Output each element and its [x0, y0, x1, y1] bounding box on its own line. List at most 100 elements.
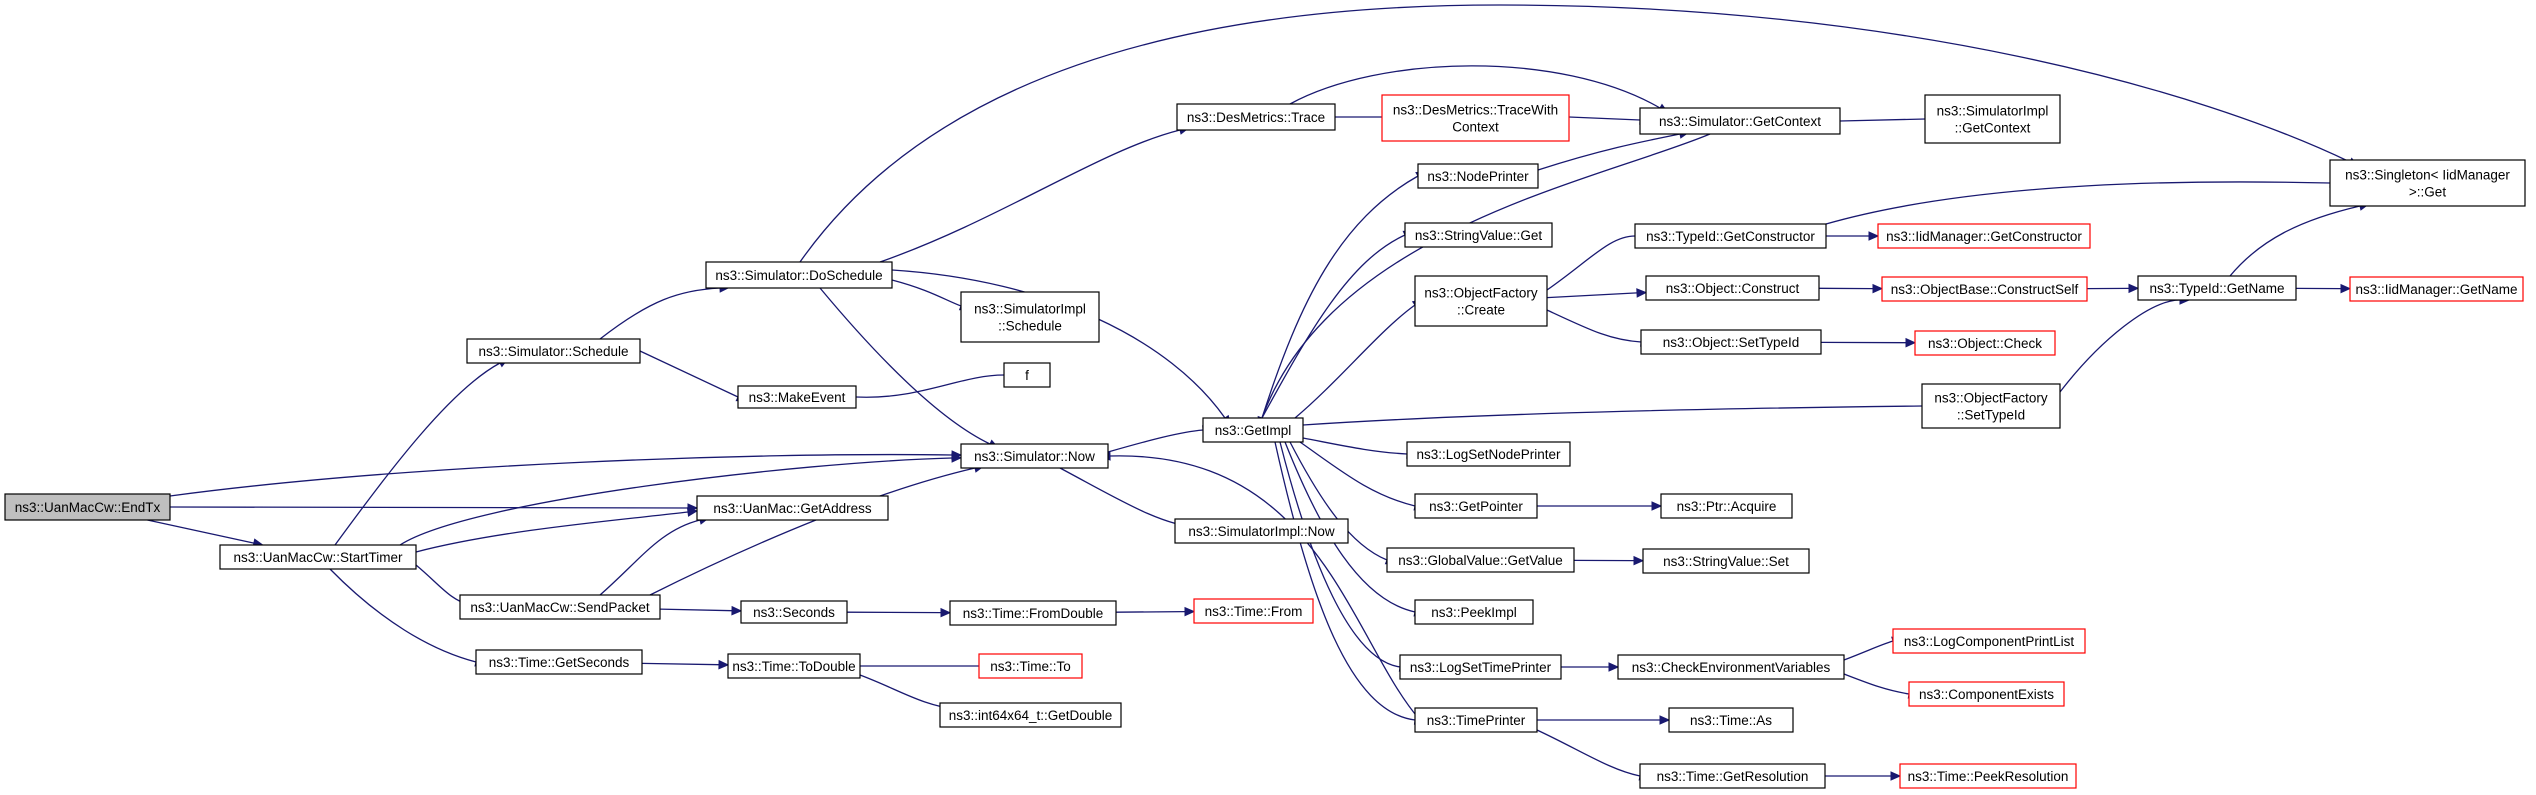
edge-getimpl-to-timeprinter: [1274, 441, 1426, 725]
node-box: [2349, 276, 2524, 302]
node-getaddress[interactable]: ns3::UanMac::GetAddress: [696, 495, 889, 521]
node-getcontext[interactable]: ns3::Simulator::GetContext: [1639, 107, 1841, 135]
arrowhead-icon: [1659, 715, 1671, 725]
node-label: ns3::Time::To: [990, 659, 1071, 674]
node-peekres[interactable]: ns3::Time::PeekResolution: [1899, 763, 2077, 789]
node-timeto[interactable]: ns3::Time::To: [978, 653, 1083, 679]
node-compexists[interactable]: ns3::ComponentExists: [1908, 681, 2065, 707]
node-logsettime[interactable]: ns3::LogSetTimePrinter: [1399, 654, 1562, 680]
node-timeas[interactable]: ns3::Time::As: [1668, 707, 1794, 733]
node-getimpl[interactable]: ns3::GetImpl: [1202, 417, 1304, 443]
node-box: [737, 385, 857, 409]
nodes-layer: ns3::UanMacCw::EndTxns3::UanMacCw::Start…: [4, 94, 2526, 789]
node-label: ns3::UanMacCw::StartTimer: [233, 550, 403, 565]
node-box: [1908, 681, 2065, 707]
node-peekimpl[interactable]: ns3::PeekImpl: [1414, 599, 1534, 625]
node-box: [1399, 654, 1562, 680]
node-label: ns3::LogSetTimePrinter: [1410, 660, 1552, 675]
node-makeevent[interactable]: ns3::MakeEvent: [737, 385, 857, 409]
node-nodeprinter[interactable]: ns3::NodePrinter: [1417, 163, 1539, 189]
edge-typeidgetname-to-singleton: [2229, 201, 2371, 277]
node-iidgetctor[interactable]: ns3::IidManager::GetConstructor: [1877, 223, 2091, 249]
node-box: [4, 493, 171, 521]
node-getdouble[interactable]: ns3::int64x64_t::GetDouble: [939, 702, 1122, 728]
node-ptracquire[interactable]: ns3::Ptr::Acquire: [1660, 493, 1793, 519]
node-box: [1417, 163, 1539, 189]
node-implsched[interactable]: ns3::SimulatorImpl::Schedule: [960, 291, 1100, 343]
node-label: ns3::Simulator::DoSchedule: [715, 268, 882, 283]
node-sched[interactable]: ns3::Simulator::Schedule: [466, 338, 641, 364]
node-objcheck[interactable]: ns3::Object::Check: [1914, 330, 2056, 356]
arrowhead-icon: [1868, 231, 1880, 241]
node-label: ns3::TypeId::GetName: [2149, 281, 2284, 296]
edge-sendpacket-to-seconds: [659, 605, 743, 616]
node-stringset[interactable]: ns3::StringValue::Set: [1642, 548, 1810, 574]
node-box: [1617, 654, 1845, 680]
node-stringget[interactable]: ns3::StringValue::Get: [1404, 222, 1553, 248]
node-box: [2329, 159, 2526, 207]
node-label: ns3::ObjectBase::ConstructSelf: [1891, 282, 2079, 297]
edge-fromdouble-to-timefrom: [1115, 606, 1196, 617]
node-objconstruct[interactable]: ns3::Object::Construct: [1645, 275, 1820, 301]
node-label: ns3::GetImpl: [1215, 423, 1292, 438]
node-f[interactable]: f: [1003, 362, 1051, 388]
edge-sendpacket-to-now: [649, 463, 986, 596]
node-box: [1386, 547, 1575, 573]
node-label: ns3::Time::PeekResolution: [1908, 769, 2069, 784]
node-box: [1414, 275, 1548, 327]
edge-makeevent-to-f: [855, 370, 1015, 398]
edge-timeprinter-to-timeas: [1537, 715, 1671, 725]
node-constructself[interactable]: ns3::ObjectBase::ConstructSelf: [1881, 276, 2088, 302]
node-sendpacket[interactable]: ns3::UanMacCw::SendPacket: [459, 594, 661, 620]
node-typeidgetctor[interactable]: ns3::TypeId::GetConstructor: [1634, 223, 1827, 249]
node-timefrom[interactable]: ns3::Time::From: [1193, 598, 1314, 624]
node-implnow[interactable]: ns3::SimulatorImpl::Now: [1174, 518, 1349, 544]
node-implgetctx[interactable]: ns3::SimulatorImpl::GetContext: [1924, 94, 2061, 144]
node-timeprinter[interactable]: ns3::TimePrinter: [1414, 707, 1538, 733]
node-dosched[interactable]: ns3::Simulator::DoSchedule: [705, 261, 893, 289]
node-objsettypeid[interactable]: ns3::Object::SetTypeId: [1640, 329, 1822, 355]
node-label: ns3::TimePrinter: [1427, 713, 1526, 728]
node-desmetrics[interactable]: ns3::DesMetrics::Trace: [1176, 103, 1336, 131]
node-box: [1414, 493, 1538, 519]
node-ofsettypeid[interactable]: ns3::ObjectFactory::SetTypeId: [1921, 383, 2061, 429]
node-getpointer[interactable]: ns3::GetPointer: [1414, 493, 1538, 519]
node-box: [1414, 599, 1534, 625]
edge-seconds-to-fromdouble: [846, 607, 952, 618]
node-typeidgetname[interactable]: ns3::TypeId::GetName: [2137, 275, 2297, 301]
node-seconds[interactable]: ns3::Seconds: [740, 600, 848, 624]
node-todouble[interactable]: ns3::Time::ToDouble: [727, 653, 861, 679]
node-box: [1899, 763, 2077, 789]
node-label: ns3::Time::From: [1205, 604, 1303, 619]
edge-dosched-to-desmetrics: [879, 125, 1190, 263]
node-label: ns3::PeekImpl: [1431, 605, 1517, 620]
node-box: [949, 600, 1117, 626]
arrowhead-icon: [1608, 662, 1620, 672]
node-ofcreate[interactable]: ns3::ObjectFactory::Create: [1414, 275, 1548, 327]
node-fromdouble[interactable]: ns3::Time::FromDouble: [949, 600, 1117, 626]
node-label: ns3::Singleton< IidManager: [2345, 168, 2510, 183]
node-box: [1174, 518, 1349, 544]
node-label: ns3::Seconds: [753, 605, 835, 620]
node-globalget[interactable]: ns3::GlobalValue::GetValue: [1386, 547, 1575, 573]
node-endtx[interactable]: ns3::UanMacCw::EndTx: [4, 493, 171, 521]
edge-ofsettypeid-to-typeidgetname: [2059, 295, 2191, 393]
node-starttimer[interactable]: ns3::UanMacCw::StartTimer: [219, 544, 417, 570]
arrowhead-icon: [731, 605, 743, 616]
node-label: ns3::StringValue::Get: [1415, 228, 1543, 243]
edge-getimpl-to-nodeprinter: [1261, 171, 1427, 419]
node-getseconds[interactable]: ns3::Time::GetSeconds: [475, 649, 643, 675]
node-iidgetname[interactable]: ns3::IidManager::GetName: [2349, 276, 2524, 302]
arrowhead-icon: [1905, 337, 1917, 348]
node-box: [466, 338, 641, 364]
edge-starttimer-to-getaddress: [415, 507, 699, 553]
node-logsetnode[interactable]: ns3::LogSetNodePrinter: [1406, 441, 1571, 467]
edge-starttimer-to-now: [399, 453, 963, 546]
node-getres[interactable]: ns3::Time::GetResolution: [1639, 763, 1826, 789]
node-now[interactable]: ns3::Simulator::Now: [960, 443, 1109, 469]
node-singleton[interactable]: ns3::Singleton< IidManager >::Get: [2329, 159, 2526, 207]
node-label: ns3::Object::Check: [1928, 336, 2042, 351]
node-logcomp[interactable]: ns3::LogComponentPrintList: [1892, 628, 2086, 654]
node-checkenv[interactable]: ns3::CheckEnvironmentVariables: [1617, 654, 1845, 680]
